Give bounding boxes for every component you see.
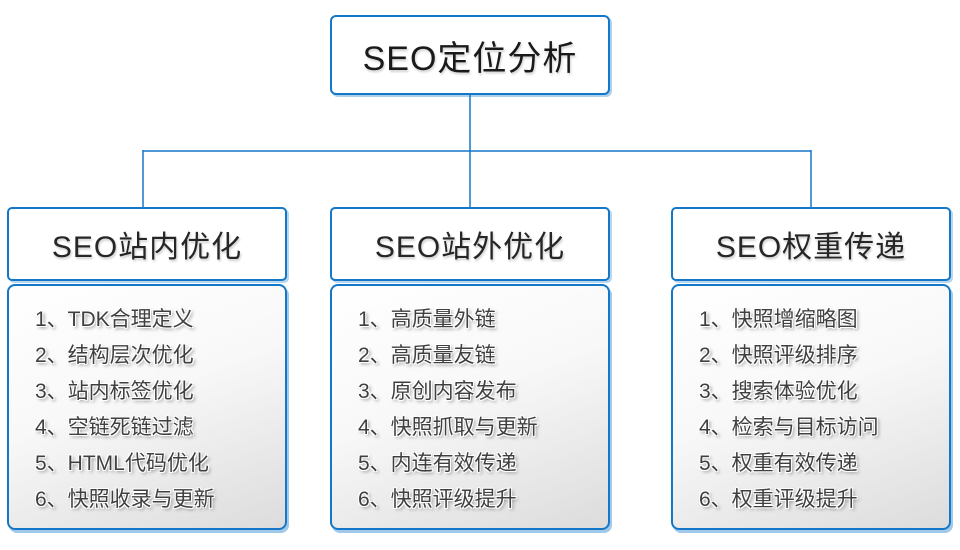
list-item: 3、原创内容发布 xyxy=(358,380,517,403)
list-item: 5、HTML代码优化 xyxy=(35,452,209,475)
list-item: 5、内连有效传递 xyxy=(358,452,517,475)
branch-title-weight: SEO权重传递 xyxy=(715,231,907,264)
list-item: 2、结构层次优化 xyxy=(35,344,194,367)
branch-header-weight: SEO权重传递 xyxy=(671,207,951,281)
branch-header-onsite: SEO站内优化 xyxy=(7,207,287,281)
branch-title-onsite: SEO站内优化 xyxy=(51,231,243,264)
list-item: 6、权重评级提升 xyxy=(699,488,858,511)
list-item: 3、搜索体验优化 xyxy=(699,380,858,403)
list-item: 3、站内标签优化 xyxy=(35,380,194,403)
list-item: 2、快照评级排序 xyxy=(699,344,858,367)
branch-title-offsite: SEO站外优化 xyxy=(374,231,566,264)
list-item: 4、检索与目标访问 xyxy=(699,416,879,439)
list-item: 1、快照增缩略图 xyxy=(699,308,858,331)
branch-offsite-optimization: SEO站外优化 1、高质量外链 2、高质量友链 3、原创内容发布 4、快照抓取与… xyxy=(330,207,610,530)
branch-list-weight: 1、快照增缩略图 2、快照评级排序 3、搜索体验优化 4、检索与目标访问 5、权… xyxy=(671,284,951,530)
branch-header-offsite: SEO站外优化 xyxy=(330,207,610,281)
branch-onsite-optimization: SEO站内优化 1、TDK合理定义 2、结构层次优化 3、站内标签优化 4、空链… xyxy=(7,207,287,530)
root-node-title: SEO定位分析 xyxy=(362,39,578,78)
list-item: 6、快照收录与更新 xyxy=(35,488,215,511)
list-item: 2、高质量友链 xyxy=(358,344,496,367)
list-item: 1、TDK合理定义 xyxy=(35,308,194,331)
branch-list-offsite: 1、高质量外链 2、高质量友链 3、原创内容发布 4、快照抓取与更新 5、内连有… xyxy=(330,284,610,530)
branch-list-onsite: 1、TDK合理定义 2、结构层次优化 3、站内标签优化 4、空链死链过滤 5、H… xyxy=(7,284,287,530)
root-node: SEO定位分析 xyxy=(330,15,610,95)
list-item: 4、空链死链过滤 xyxy=(35,416,194,439)
list-item: 5、权重有效传递 xyxy=(699,452,858,475)
list-item: 4、快照抓取与更新 xyxy=(358,416,538,439)
list-item: 1、高质量外链 xyxy=(358,308,496,331)
branch-weight-transfer: SEO权重传递 1、快照增缩略图 2、快照评级排序 3、搜索体验优化 4、检索与… xyxy=(671,207,951,530)
list-item: 6、快照评级提升 xyxy=(358,488,517,511)
